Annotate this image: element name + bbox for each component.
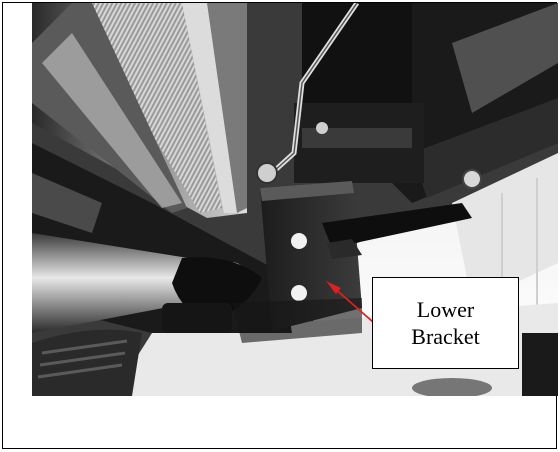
callout-line-1: Lower — [416, 296, 475, 322]
lower-bracket-callout: Lower Bracket — [372, 277, 519, 369]
callout-line-2: Bracket — [411, 324, 480, 349]
